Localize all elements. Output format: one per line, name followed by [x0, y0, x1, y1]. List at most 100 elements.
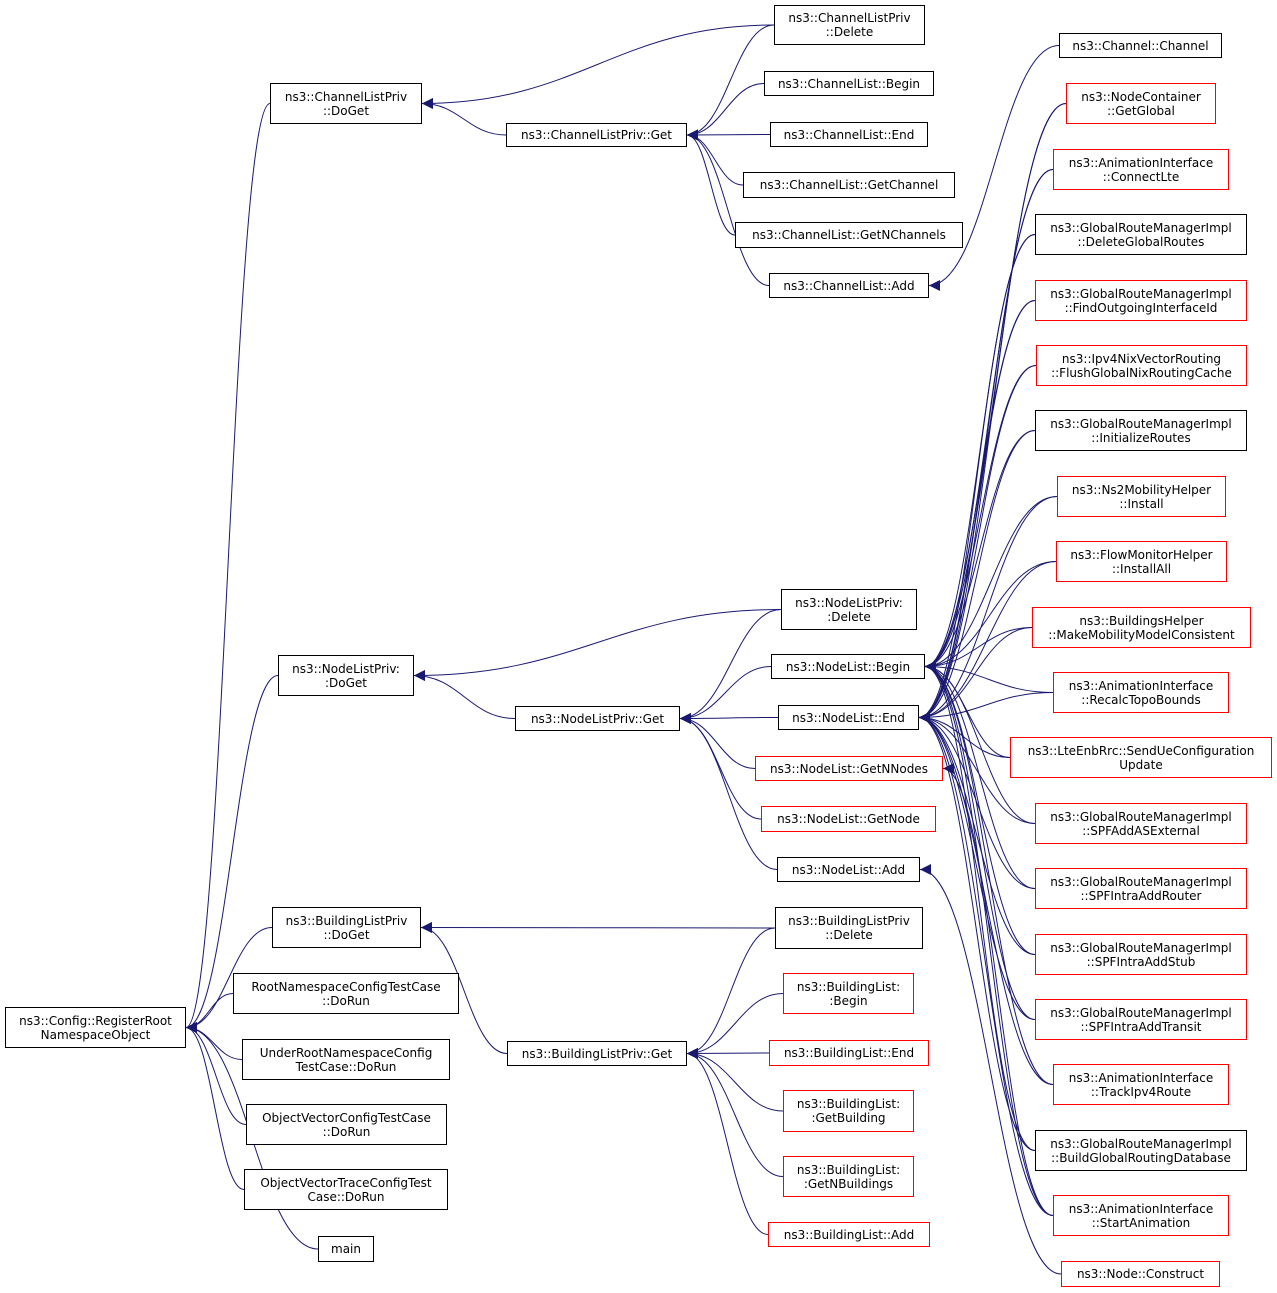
node-label-line: ns3::GlobalRouteManagerImpl — [1050, 874, 1232, 889]
edge-nlp_doget-to-root — [185, 675, 279, 1033]
node-channellist-getnchannels[interactable]: ns3::ChannelList::GetNChannels — [735, 222, 963, 248]
edge-grm_spfstub-to-nl_end — [918, 712, 1036, 955]
node-buildinglistpriv-get[interactable]: ns3::BuildingListPriv::Get — [507, 1041, 687, 1066]
node-grm-buildglobalroutingdatabase[interactable]: ns3::GlobalRouteManagerImpl::BuildGlobal… — [1035, 1130, 1247, 1171]
node-objectvectorconfigtestcase-dorun[interactable]: ObjectVectorConfigTestCase::DoRun — [246, 1104, 447, 1145]
node-label-line: ::MakeMobilityModelConsistent — [1048, 627, 1235, 642]
node-label-line: ::Delete — [825, 928, 873, 942]
node-nodelist-getnode[interactable]: ns3::NodeList::GetNode — [761, 806, 936, 832]
node-buildinglist-getbuilding[interactable]: ns3::BuildingList::GetBuilding — [783, 1090, 914, 1132]
edge-nlp_get-to-nlp_doget — [413, 670, 516, 719]
node-label-line: ::Install — [1119, 496, 1164, 511]
node-label-line: ::InstallAll — [1111, 561, 1172, 576]
node-label-line: ::SPFAddASExternal — [1082, 823, 1200, 838]
edge-grm_findout-to-nl_begin — [924, 300, 1036, 672]
node-channellistpriv-delete[interactable]: ns3::ChannelListPriv::Delete — [774, 5, 925, 45]
node-label-line: ns3::BuildingList::Add — [783, 1227, 915, 1242]
node-label-line: ns3::NodeList::GetNNodes — [770, 761, 928, 776]
node-label-line: ns3::GlobalRouteManagerImpl — [1050, 286, 1232, 301]
node-nodelistpriv-delete[interactable]: ns3::NodeListPriv::Delete — [781, 589, 917, 630]
edge-blp_get-to-blp_doget — [420, 922, 508, 1054]
node-label-line: ::DeleteGlobalRoutes — [1077, 234, 1205, 249]
node-label-line: ::StartAnimation — [1091, 1215, 1191, 1230]
node-animationinterface-startanimation[interactable]: ns3::AnimationInterface::StartAnimation — [1053, 1195, 1229, 1236]
node-ns2mobilityhelper-install[interactable]: ns3::Ns2MobilityHelper::Install — [1057, 476, 1226, 517]
node-label-line: ns3::ChannelListPriv::Get — [520, 128, 673, 142]
node-nodelistpriv-get[interactable]: ns3::NodeListPriv::Get — [515, 706, 680, 731]
node-grm-deleteglobalroutes[interactable]: ns3::GlobalRouteManagerImpl::DeleteGloba… — [1035, 214, 1247, 255]
node-buildinglistpriv-delete[interactable]: ns3::BuildingListPriv::Delete — [775, 907, 923, 949]
node-channellist-end[interactable]: ns3::ChannelList::End — [770, 122, 928, 147]
node-grm-findoutgoinginterfaceid[interactable]: ns3::GlobalRouteManagerImpl::FindOutgoin… — [1035, 280, 1247, 321]
node-label-line: ns3::ChannelListPriv — [788, 11, 911, 25]
node-label-line: ::FindOutgoingInterfaceId — [1064, 300, 1218, 315]
node-flowmonitorhelper-installall[interactable]: ns3::FlowMonitorHelper::InstallAll — [1056, 541, 1227, 582]
edge-cl_getchannel-to-clp_get — [686, 129, 744, 186]
node-grm-spfintraaddtransit[interactable]: ns3::GlobalRouteManagerImpl::SPFIntraAdd… — [1035, 999, 1247, 1040]
node-animationinterface-trackipv4route[interactable]: ns3::AnimationInterface::TrackIpv4Route — [1053, 1064, 1229, 1105]
edge-nlp_delete-to-nlp_doget — [413, 609, 782, 681]
edge-cl_add-to-clp_get — [686, 129, 770, 286]
node-buildinglist-add[interactable]: ns3::BuildingList::Add — [768, 1222, 930, 1247]
edge-bh_make-to-nl_end — [918, 627, 1033, 723]
edge-clp_delete-to-clp_doget — [421, 24, 775, 109]
node-ipv4nixvectorrouting-flush[interactable]: ns3::Ipv4NixVectorRouting::FlushGlobalNi… — [1036, 345, 1247, 386]
node-buildinglist-end[interactable]: ns3::BuildingList::End — [769, 1040, 929, 1066]
node-label-line: ::SPFIntraAddTransit — [1080, 1019, 1202, 1034]
edge-ns2_install-to-nl_end — [918, 496, 1058, 723]
edge-ov_test-to-root — [185, 1022, 247, 1125]
node-nodelist-add[interactable]: ns3::NodeList::Add — [777, 857, 920, 882]
node-label-line: ns3::BuildingListPriv — [788, 914, 910, 928]
node-label-line: ::SPFIntraAddStub — [1086, 954, 1196, 969]
node-label-line: :Begin — [829, 993, 868, 1008]
node-buildinglistpriv-doget[interactable]: ns3::BuildingListPriv::DoGet — [272, 907, 421, 948]
edge-blp_delete-to-blp_doget — [420, 922, 776, 934]
node-grm-spfintraaddrouter[interactable]: ns3::GlobalRouteManagerImpl::SPFIntraAdd… — [1035, 868, 1247, 909]
node-nodelist-end[interactable]: ns3::NodeList::End — [778, 705, 919, 730]
node-label-line: ns3::ChannelList::Add — [783, 278, 915, 293]
node-label-line: main — [331, 1242, 361, 1256]
node-label-line: ::InitializeRoutes — [1091, 430, 1191, 445]
edge-ovt_test-to-root — [185, 1022, 245, 1190]
node-animationinterface-recalctopobounds[interactable]: ns3::AnimationInterface::RecalcTopoBound… — [1053, 672, 1229, 713]
node-grm-spfintraaddstub[interactable]: ns3::GlobalRouteManagerImpl::SPFIntraAdd… — [1035, 934, 1247, 975]
node-buildinglist-getnbuildings[interactable]: ns3::BuildingList::GetNBuildings — [783, 1156, 914, 1197]
node-channellistpriv-get[interactable]: ns3::ChannelListPriv::Get — [506, 123, 687, 147]
node-label-line: NamespaceObject — [40, 1027, 151, 1042]
edge-clp_doget-to-root — [185, 103, 271, 1033]
node-nodelistpriv-doget[interactable]: ns3::NodeListPriv::DoGet — [278, 655, 414, 696]
node-channellist-begin[interactable]: ns3::ChannelList::Begin — [764, 71, 934, 96]
edge-nl_add-to-nlp_get — [679, 713, 778, 870]
edge-bl_getn-to-blp_get — [686, 1048, 784, 1177]
node-animationinterface-connectlte[interactable]: ns3::AnimationInterface::ConnectLte — [1053, 149, 1229, 190]
edge-grm_spfrouter-to-nl_begin — [924, 661, 1036, 889]
node-buildinglist-begin[interactable]: ns3::BuildingList::Begin — [783, 973, 914, 1014]
edge-ns2_install-to-nl_begin — [924, 496, 1058, 672]
node-nodelist-begin[interactable]: ns3::NodeList::Begin — [771, 654, 925, 679]
node-label-line: ns3::AnimationInterface — [1068, 1070, 1214, 1085]
node-nodecontainer-getglobal[interactable]: ns3::NodeContainer::GetGlobal — [1066, 83, 1216, 124]
edge-clp_delete-to-clp_get — [686, 24, 775, 141]
node-channellist-getchannel[interactable]: ns3::ChannelList::GetChannel — [743, 172, 955, 198]
node-label-line: ObjectVectorTraceConfigTest — [260, 1175, 432, 1190]
node-channel-channel[interactable]: ns3::Channel::Channel — [1059, 33, 1222, 58]
edge-blp_delete-to-blp_get — [686, 927, 776, 1059]
node-grm-spfaddasexternal[interactable]: ns3::GlobalRouteManagerImpl::SPFAddASExt… — [1035, 803, 1247, 844]
edge-grm_delete-to-nl_end — [918, 234, 1036, 723]
edge-ai_start-to-nl_begin — [924, 661, 1054, 1216]
node-channellistpriv-doget[interactable]: ns3::ChannelListPriv::DoGet — [270, 83, 422, 124]
node-node-construct[interactable]: ns3::Node::Construct — [1061, 1261, 1220, 1287]
edge-bh_make-to-nl_begin — [924, 627, 1033, 672]
node-main[interactable]: main — [318, 1236, 374, 1262]
node-label-line: :Delete — [827, 609, 871, 624]
node-nodelist-getnnodes[interactable]: ns3::NodeList::GetNNodes — [755, 756, 943, 781]
node-buildingshelper-makemobilitymodelconsistent[interactable]: ns3::BuildingsHelper::MakeMobilityModelC… — [1032, 607, 1251, 648]
edge-node_construct-to-nl_add — [919, 864, 1062, 1275]
node-grm-initializeroutes[interactable]: ns3::GlobalRouteManagerImpl::InitializeR… — [1035, 410, 1247, 451]
node-channellist-add[interactable]: ns3::ChannelList::Add — [769, 273, 929, 298]
node-rootnamespaceconfigtestcase-dorun[interactable]: RootNamespaceConfigTestCase::DoRun — [233, 973, 459, 1014]
